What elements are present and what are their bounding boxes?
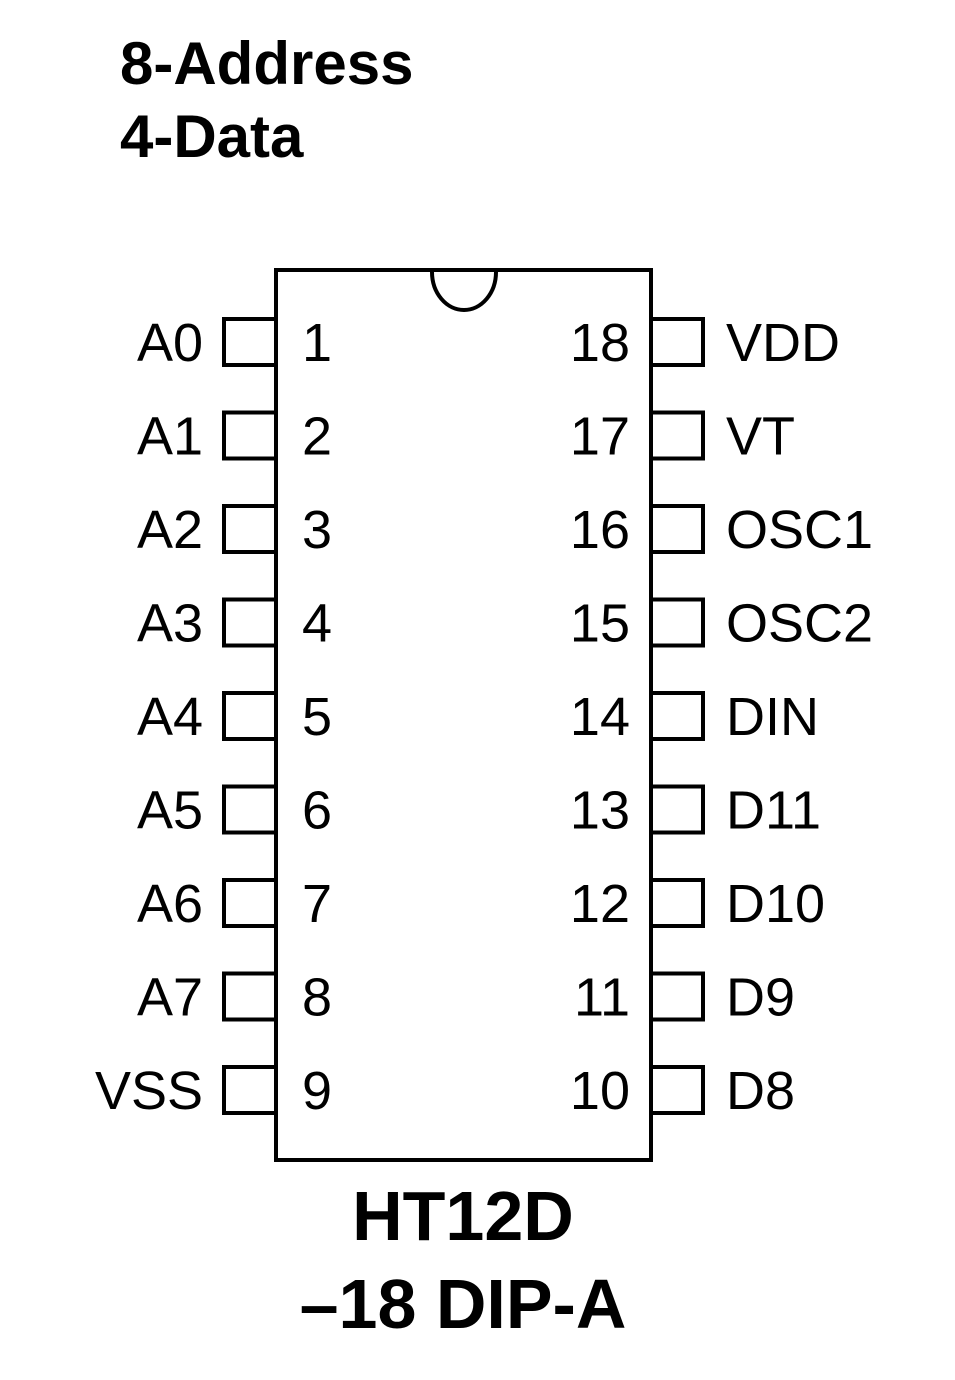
pin-lead bbox=[222, 504, 278, 554]
pin-label: A1 bbox=[137, 407, 203, 467]
pin-lead bbox=[649, 1065, 705, 1115]
pin-label: A0 bbox=[137, 313, 203, 373]
pin-left: A2 3 bbox=[137, 500, 332, 560]
pin-left: A6 7 bbox=[137, 874, 332, 934]
pin-lead bbox=[649, 410, 705, 461]
pin-number: 5 bbox=[302, 687, 332, 747]
chip-body bbox=[274, 268, 653, 1162]
chip-name: HT12D bbox=[352, 1177, 574, 1255]
pin-right: D8 10 bbox=[570, 1061, 795, 1121]
pin-left: A7 8 bbox=[137, 968, 332, 1028]
pin-right: VT 17 bbox=[570, 407, 795, 467]
pin-number: 6 bbox=[302, 781, 332, 841]
pin-number: 7 bbox=[302, 874, 332, 934]
pin-label: D8 bbox=[726, 1061, 795, 1121]
pin-right: D10 12 bbox=[570, 874, 825, 934]
pin-lead bbox=[649, 317, 705, 367]
pin-label: OSC1 bbox=[726, 500, 873, 560]
pin-number: 8 bbox=[302, 968, 332, 1028]
pin-number: 15 bbox=[570, 594, 630, 654]
pin-label: VT bbox=[726, 407, 795, 467]
pin-number: 18 bbox=[570, 313, 630, 373]
pin-label: OSC2 bbox=[726, 594, 873, 654]
pin-label: VDD bbox=[726, 313, 840, 373]
pin-label: A2 bbox=[137, 500, 203, 560]
pin-number: 11 bbox=[574, 968, 630, 1028]
pin-lead bbox=[649, 971, 705, 1022]
pin-number: 14 bbox=[570, 687, 630, 747]
pin-label: D10 bbox=[726, 874, 825, 934]
pin-left: A5 6 bbox=[137, 781, 332, 841]
pin-label: A5 bbox=[137, 781, 203, 841]
pin-label: A6 bbox=[137, 874, 203, 934]
pin-lead bbox=[649, 691, 705, 741]
pin-left: A1 2 bbox=[137, 407, 332, 467]
pin-lead bbox=[222, 878, 278, 928]
pin-label: DIN bbox=[726, 687, 819, 747]
pin-label: D9 bbox=[726, 968, 795, 1028]
pin-number: 9 bbox=[302, 1061, 332, 1121]
pin-lead bbox=[222, 597, 278, 648]
pin-number: 12 bbox=[570, 874, 630, 934]
pin-right: VDD 18 bbox=[570, 313, 840, 373]
pin-right: OSC1 16 bbox=[570, 500, 873, 560]
pin-number: 4 bbox=[302, 594, 332, 654]
pin-lead bbox=[222, 691, 278, 741]
pin-right: D9 11 bbox=[574, 968, 795, 1028]
pin-lead bbox=[222, 410, 278, 461]
pin-lead bbox=[649, 504, 705, 554]
pin-lead bbox=[649, 784, 705, 835]
pin-left: A4 5 bbox=[137, 687, 332, 747]
chip-package: –18 DIP-A bbox=[300, 1265, 627, 1343]
pin-number: 17 bbox=[570, 407, 630, 467]
pin-number: 2 bbox=[302, 407, 332, 467]
pin-number: 13 bbox=[570, 781, 630, 841]
pin-right: OSC2 15 bbox=[570, 594, 873, 654]
pin-right: DIN 14 bbox=[570, 687, 819, 747]
pin-label: A3 bbox=[137, 594, 203, 654]
pin-number: 16 bbox=[570, 500, 630, 560]
pin-label: VSS bbox=[95, 1061, 203, 1121]
pin-left: VSS 9 bbox=[95, 1061, 332, 1121]
pin-label: A7 bbox=[137, 968, 203, 1028]
pin-lead bbox=[222, 317, 278, 367]
pin-lead bbox=[649, 878, 705, 928]
pin-number: 1 bbox=[302, 313, 332, 373]
pin-lead bbox=[222, 1065, 278, 1115]
pin-left: A0 1 bbox=[137, 313, 332, 373]
header-data: 4-Data bbox=[120, 103, 304, 170]
pin-left: A3 4 bbox=[137, 594, 332, 654]
pin-number: 10 bbox=[570, 1061, 630, 1121]
pin-lead bbox=[649, 597, 705, 648]
pin-lead bbox=[222, 784, 278, 835]
pin-label: D11 bbox=[726, 781, 821, 841]
pin-lead bbox=[222, 971, 278, 1022]
pin-right: D11 13 bbox=[570, 781, 821, 841]
pin-label: A4 bbox=[137, 687, 203, 747]
pin-number: 3 bbox=[302, 500, 332, 560]
header-address: 8-Address bbox=[120, 30, 413, 97]
pin1-notch bbox=[430, 271, 498, 312]
